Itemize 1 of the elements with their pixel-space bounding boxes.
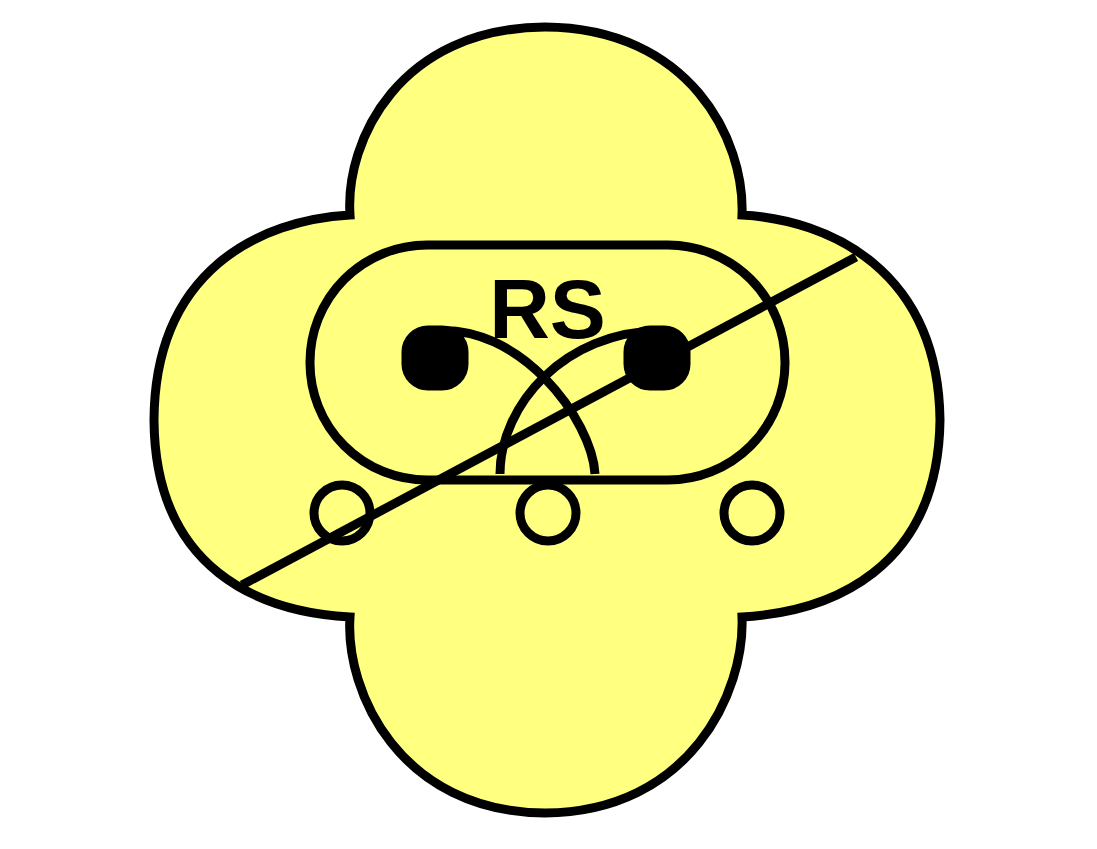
box-label: RS [489, 267, 606, 351]
